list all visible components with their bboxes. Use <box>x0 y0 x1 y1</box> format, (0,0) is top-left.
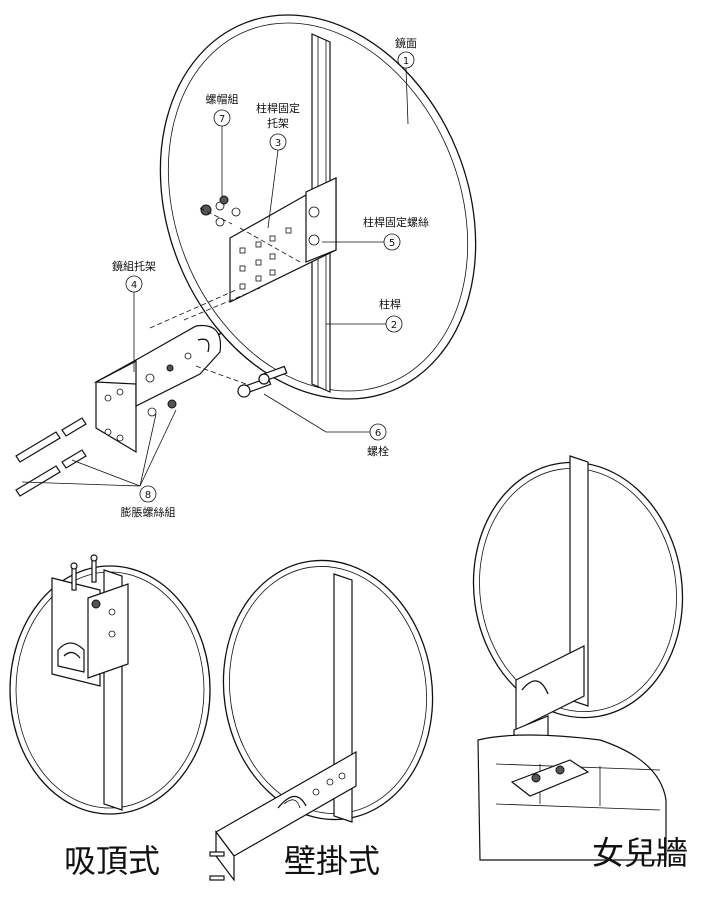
callout-label: 柱桿 <box>379 297 401 311</box>
callout-number: 7 <box>219 114 225 125</box>
callout-3: 柱桿固定 托架 3 <box>256 101 300 151</box>
ceiling-mount-label: 吸頂式 <box>64 842 160 880</box>
bolts <box>237 365 288 398</box>
callout-number: 6 <box>375 428 381 439</box>
pole-clamp-bracket <box>229 176 337 303</box>
parapet-mount-label: 女兒牆 <box>592 834 688 872</box>
leader-lines <box>21 67 409 487</box>
callout-1: 鏡面 1 <box>395 36 417 69</box>
parapet-mount-view <box>472 455 684 861</box>
wall-mount-label: 壁掛式 <box>284 842 380 880</box>
callout-label: 鏡面 <box>395 36 417 50</box>
callout-label-line1: 柱桿固定 <box>256 101 300 115</box>
callout-4: 鏡組托架 4 <box>112 259 156 293</box>
callout-label: 螺栓 <box>367 444 389 458</box>
mirror-exploded <box>159 14 477 400</box>
callout-number: 5 <box>389 238 395 249</box>
callout-6: 6 螺栓 <box>367 423 389 458</box>
wall-mount-view <box>209 559 434 882</box>
callout-5: 柱桿固定螺絲 5 <box>363 215 429 251</box>
dashed-guides <box>149 207 301 385</box>
mirror-mount-bracket <box>93 324 222 454</box>
callout-8: 8 膨脹螺絲組 <box>121 485 176 519</box>
callout-number: 3 <box>275 138 281 149</box>
callout-label-line2: 托架 <box>267 116 289 130</box>
ceiling-mount-view <box>9 554 211 815</box>
nut-set <box>200 195 241 227</box>
callout-label: 膨脹螺絲組 <box>121 505 176 519</box>
callout-number: 8 <box>145 490 151 501</box>
callout-label: 螺帽組 <box>206 93 239 106</box>
callout-7: 螺帽組 7 <box>206 93 239 127</box>
callout-2: 柱桿 2 <box>379 297 403 333</box>
callout-label: 柱桿固定螺絲 <box>363 215 429 229</box>
callout-number: 2 <box>391 320 397 331</box>
callout-number: 4 <box>131 280 137 291</box>
callout-label: 鏡組托架 <box>112 259 156 273</box>
expansion-screw-set <box>15 417 87 497</box>
callout-number: 1 <box>403 56 409 67</box>
